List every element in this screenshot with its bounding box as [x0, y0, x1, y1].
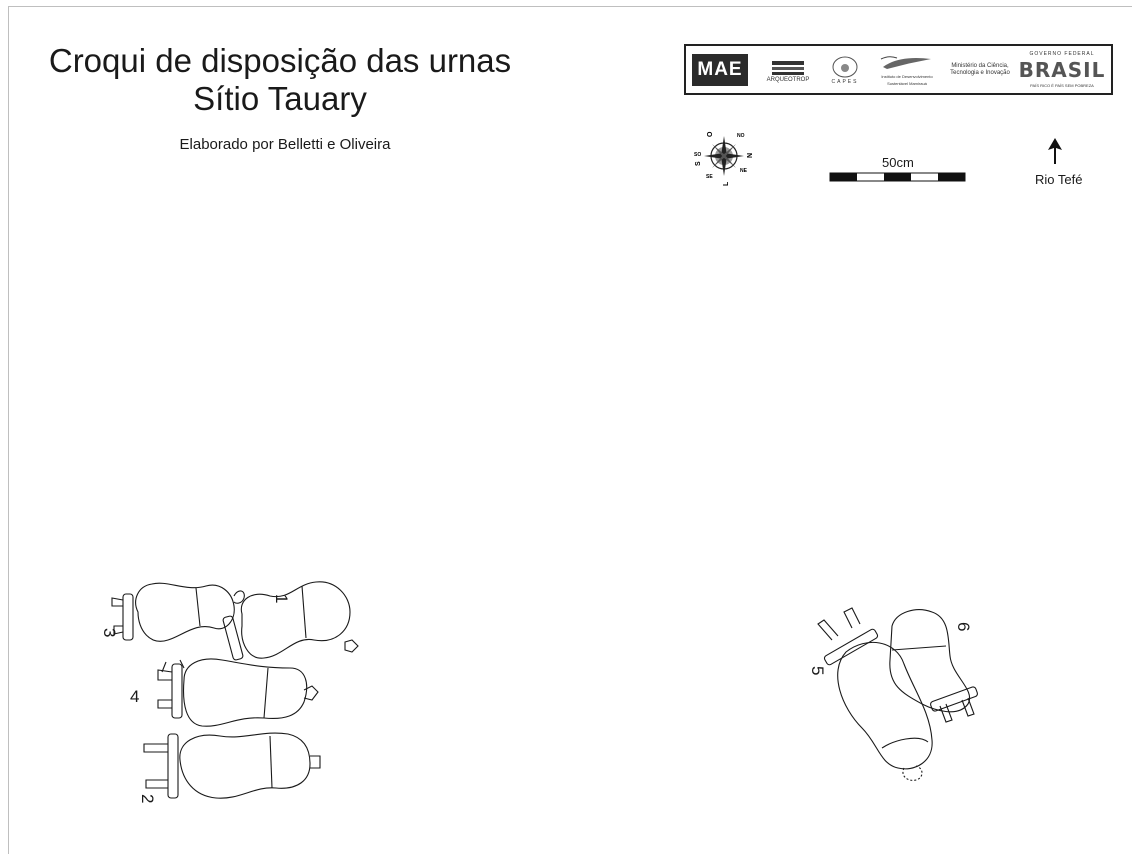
compass-rose-icon: O NO N SO S NE SE L — [694, 131, 754, 186]
compass-no: NO — [737, 133, 745, 139]
capes-logo: CAPES — [820, 50, 870, 90]
river-label: Rio Tefé — [1035, 172, 1083, 187]
sponsor-logo-bar: MAE ARQUEOTROP CAPES Instituto de Desenv… — [684, 44, 1113, 95]
north-arrow-icon — [1048, 138, 1062, 164]
capes-emblem — [832, 56, 858, 77]
compass-o: O — [707, 131, 714, 137]
mamiraua-emblem — [880, 56, 931, 69]
site-name: Sítio Tauary — [193, 80, 367, 117]
mcti-logo: Ministério da Ciência, Tecnologia e Inov… — [950, 63, 1010, 76]
compass-so: SO — [694, 152, 701, 158]
arqueotrop-logo: ARQUEOTROP — [760, 50, 816, 90]
mamiraua-logo: Instituto de Desenvolvimento Sustentável… — [874, 50, 940, 90]
compass-ne: NE — [740, 168, 748, 174]
map-frame — [8, 6, 1132, 854]
mae-logo: MAE — [692, 54, 748, 86]
map-title: Croqui de disposição das urnas — [48, 42, 512, 79]
compass-se: SE — [706, 174, 713, 180]
scale-label: 50cm — [882, 155, 914, 170]
author-credit: Elaborado por Belletti e Oliveira — [179, 136, 391, 153]
scale-bar — [829, 172, 966, 182]
compass-s: S — [695, 161, 702, 166]
compass-n: N — [747, 153, 754, 158]
brasil-logo: GOVERNO FEDERAL BRASIL PAÍS RICO É PAÍS … — [1018, 51, 1106, 88]
arqueotrop-emblem — [772, 60, 804, 75]
compass-l: L — [723, 181, 730, 186]
